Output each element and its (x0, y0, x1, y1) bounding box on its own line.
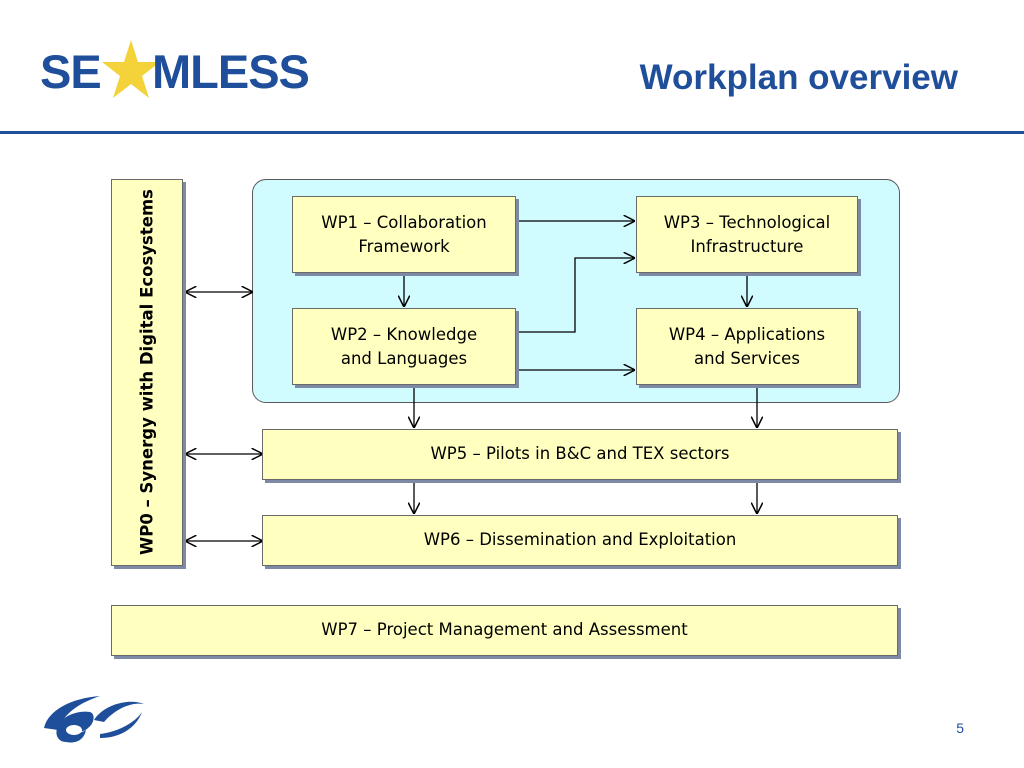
logo-text-left: SE (40, 45, 102, 98)
fp6-logo (44, 696, 144, 743)
wp5-box: WP5 – Pilots in B&C and TEX sectors (262, 429, 898, 480)
seamless-logo: SE MLESS (40, 40, 310, 104)
header-divider (0, 131, 1024, 134)
page-title: Workplan overview (639, 58, 958, 97)
wp4-box: WP4 – Applications and Services (636, 308, 858, 385)
wp0-label: WP0 – Synergy with Digital Ecosystems (137, 189, 157, 555)
logo-text-right: MLESS (152, 45, 310, 98)
wp0-box (111, 179, 183, 566)
wp6-box: WP6 – Dissemination and Exploitation (262, 515, 898, 566)
wp1-box: WP1 – Collaboration Framework (292, 196, 516, 273)
star-icon (102, 40, 160, 98)
page-number: 5 (956, 720, 964, 736)
wp3-box: WP3 – Technological Infrastructure (636, 196, 858, 273)
wp2-box: WP2 – Knowledge and Languages (292, 308, 516, 385)
wp7-box: WP7 – Project Management and Assessment (111, 605, 898, 656)
